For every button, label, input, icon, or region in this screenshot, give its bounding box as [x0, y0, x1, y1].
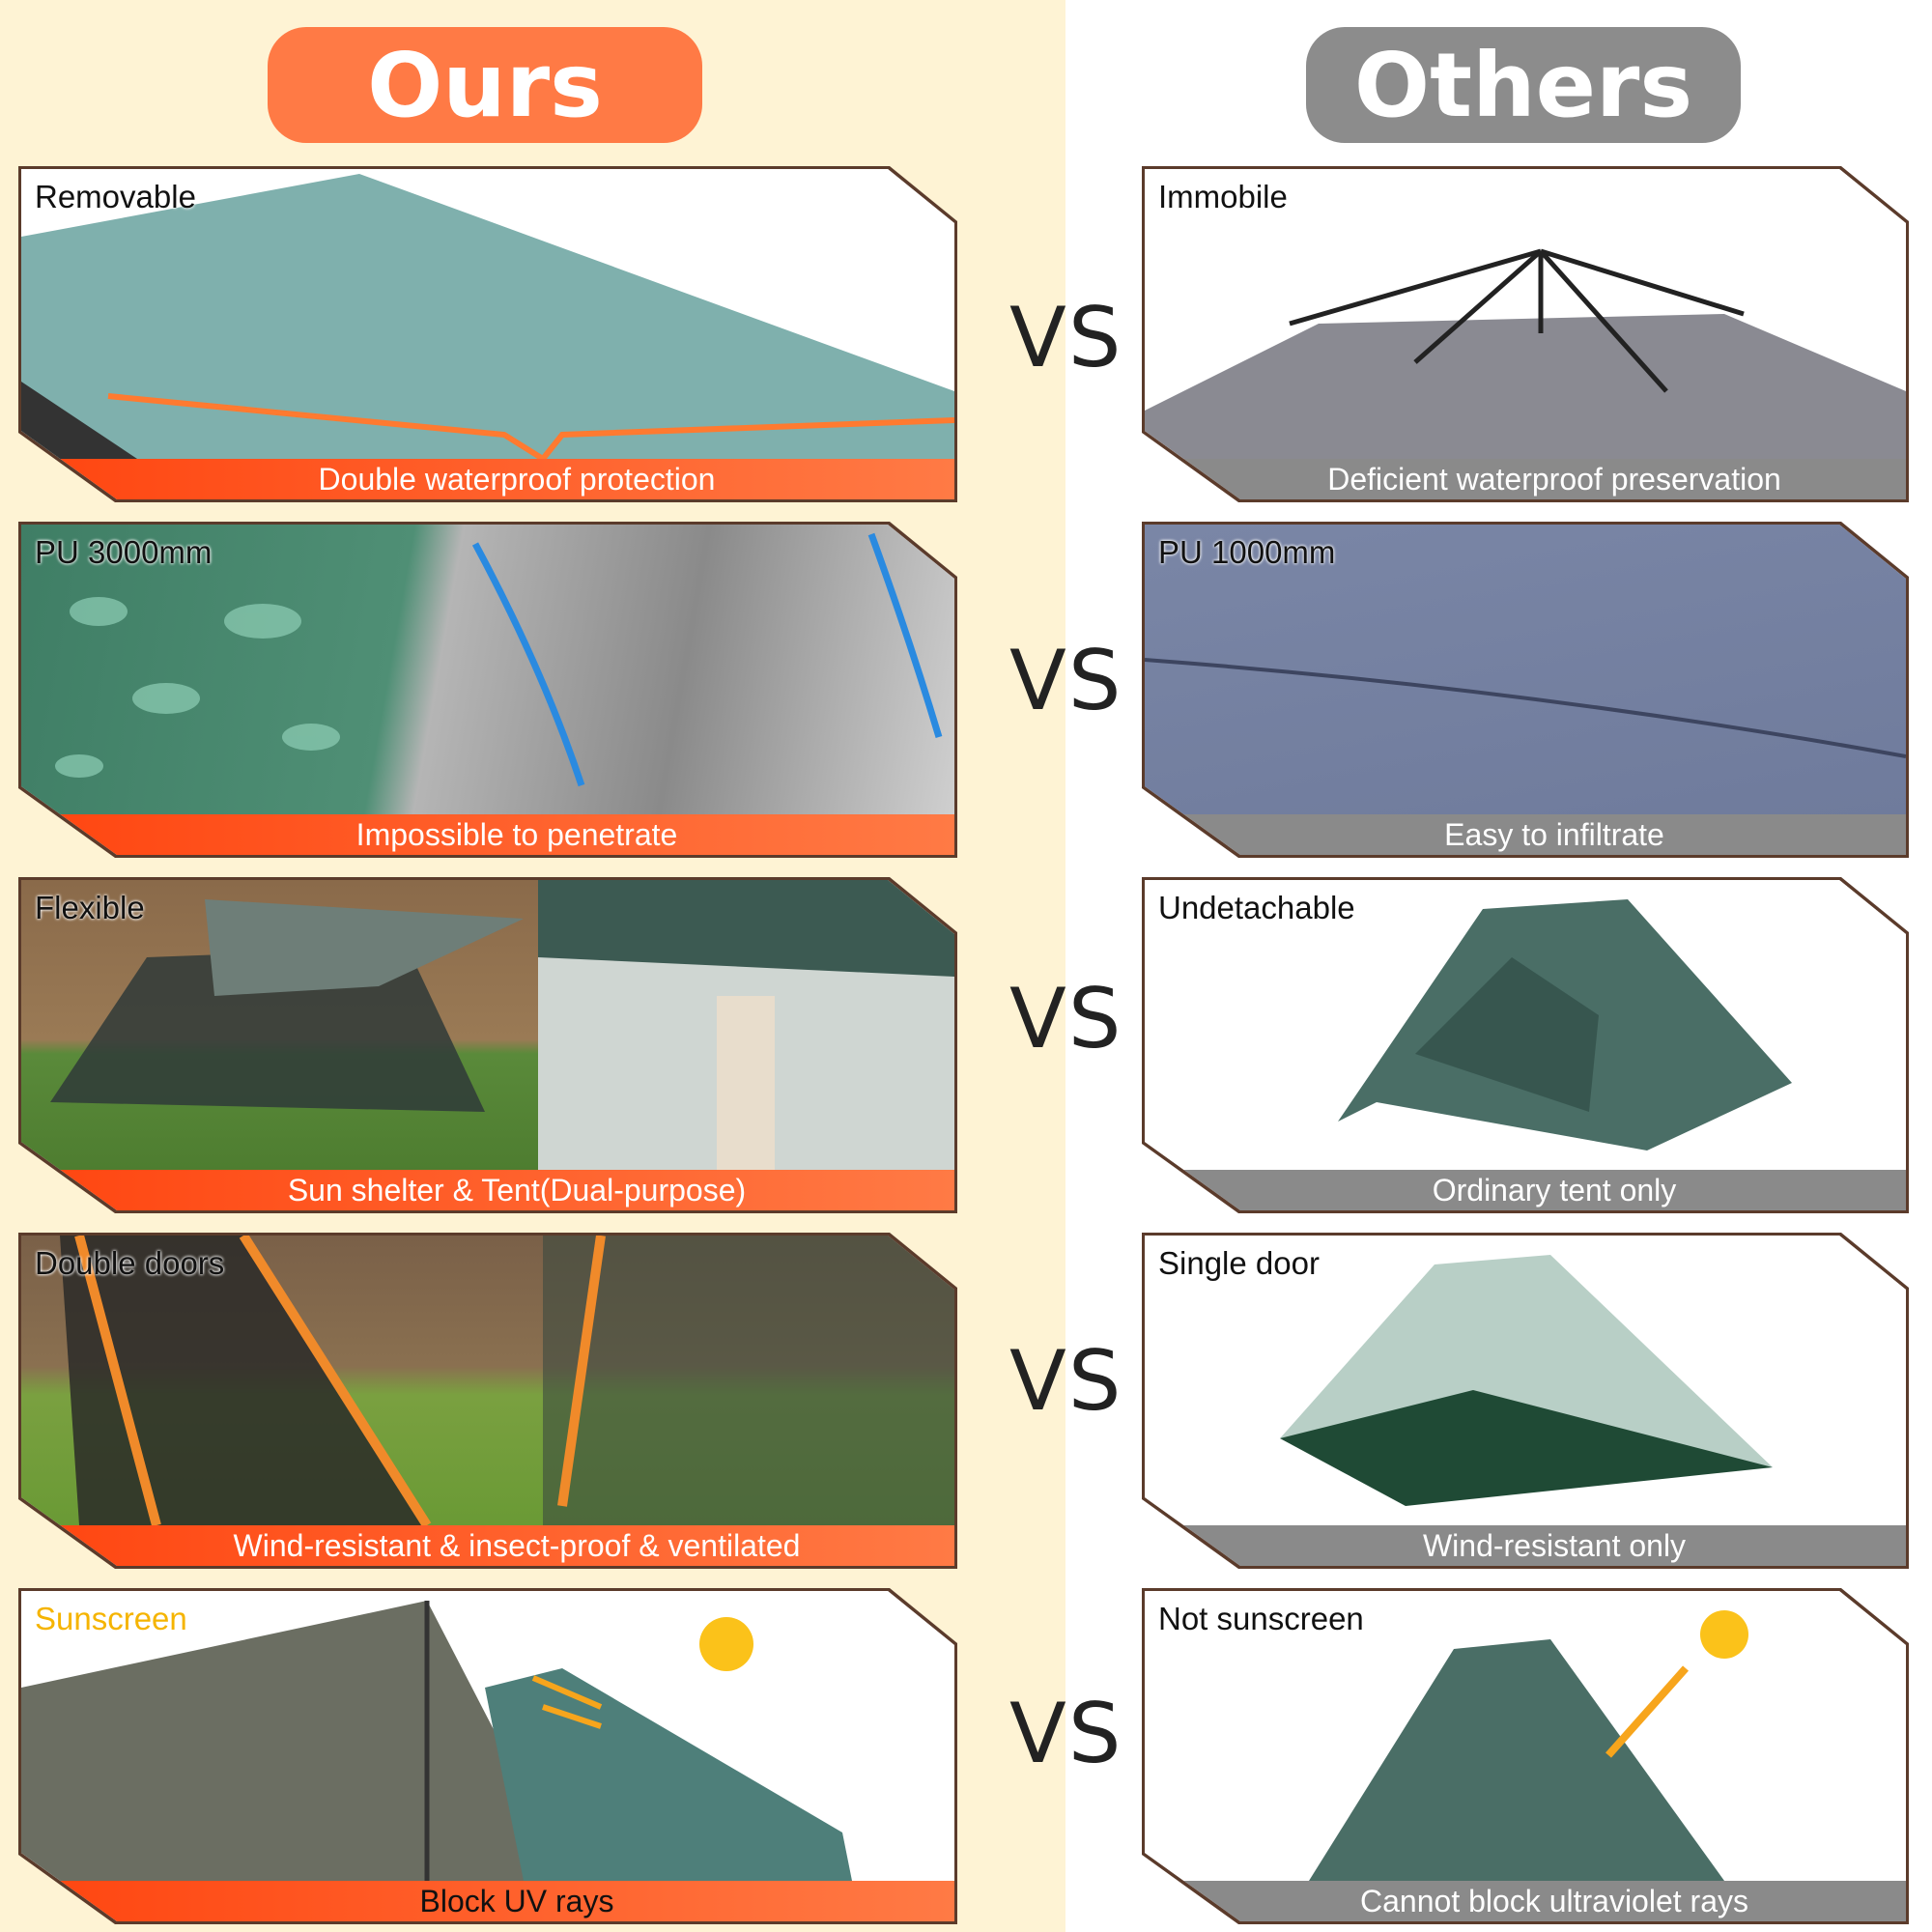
- vs-label: VS: [1009, 1686, 1123, 1782]
- sunscreen-tent-image: [21, 1591, 954, 1881]
- feature-caption: Easy to infiltrate: [1145, 814, 1906, 855]
- thin-fabric-image: [1145, 525, 1906, 814]
- ordinary-tent-image: [1145, 880, 1906, 1170]
- others-panel-immobile: Immobile Deficient waterproof preservati…: [1142, 166, 1909, 502]
- feature-caption: Block UV rays: [21, 1881, 954, 1921]
- feature-label: Immobile: [1158, 179, 1288, 214]
- others-panel-not-sunscreen: Not sunscreen Cannot block ultraviolet r…: [1142, 1588, 1909, 1924]
- ours-header: Ours: [268, 27, 702, 143]
- others-panel-undetachable: Undetachable Ordinary tent only: [1142, 877, 1909, 1213]
- ours-panel-double-doors: Double doors Wind-resistant & insect-pro…: [18, 1233, 957, 1569]
- dual-purpose-tent-image: [21, 880, 954, 1170]
- tent-roof-image: [21, 169, 954, 459]
- feature-label: Sunscreen: [35, 1601, 187, 1636]
- feature-caption: Impossible to penetrate: [21, 814, 954, 855]
- feature-label: Undetachable: [1158, 890, 1355, 925]
- feature-caption: Wind-resistant & insect-proof & ventilat…: [21, 1525, 954, 1566]
- tent-frame-image: [1145, 169, 1906, 459]
- feature-label: Not sunscreen: [1158, 1601, 1364, 1636]
- feature-label: Flexible: [35, 890, 145, 925]
- feature-caption: Sun shelter & Tent(Dual-purpose): [21, 1170, 954, 1210]
- others-panel-pu1000: PU 1000mm Easy to infiltrate: [1142, 522, 1909, 858]
- feature-caption: Deficient waterproof preservation: [1145, 459, 1906, 499]
- non-sunscreen-tent-image: [1145, 1591, 1906, 1881]
- feature-label: PU 1000mm: [1158, 534, 1336, 570]
- ours-panel-removable: Removable Double waterproof protection: [18, 166, 957, 502]
- feature-caption: Double waterproof protection: [21, 459, 954, 499]
- others-header: Others: [1306, 27, 1741, 143]
- feature-label: Removable: [35, 179, 196, 214]
- vs-label: VS: [1009, 633, 1123, 729]
- feature-label: Single door: [1158, 1245, 1320, 1281]
- feature-caption: Wind-resistant only: [1145, 1525, 1906, 1566]
- vs-label: VS: [1009, 971, 1123, 1067]
- ours-panel-flexible: Flexible Sun shelter & Tent(Dual-purpose…: [18, 877, 957, 1213]
- feature-caption: Cannot block ultraviolet rays: [1145, 1881, 1906, 1921]
- double-door-tent-image: [21, 1236, 954, 1525]
- feature-caption: Ordinary tent only: [1145, 1170, 1906, 1210]
- ours-panel-sunscreen: Sunscreen Block UV rays: [18, 1588, 957, 1924]
- feature-label: PU 3000mm: [35, 534, 213, 570]
- single-door-tent-image: [1145, 1236, 1906, 1525]
- vs-label: VS: [1009, 1333, 1123, 1430]
- vs-label: VS: [1009, 290, 1123, 386]
- ours-panel-pu3000: PU 3000mm Impossible to penetrate: [18, 522, 957, 858]
- sun-icon: [699, 1617, 753, 1671]
- fabric-waterdrop-image: [21, 525, 954, 814]
- feature-label: Double doors: [35, 1245, 225, 1281]
- others-panel-single-door: Single door Wind-resistant only: [1142, 1233, 1909, 1569]
